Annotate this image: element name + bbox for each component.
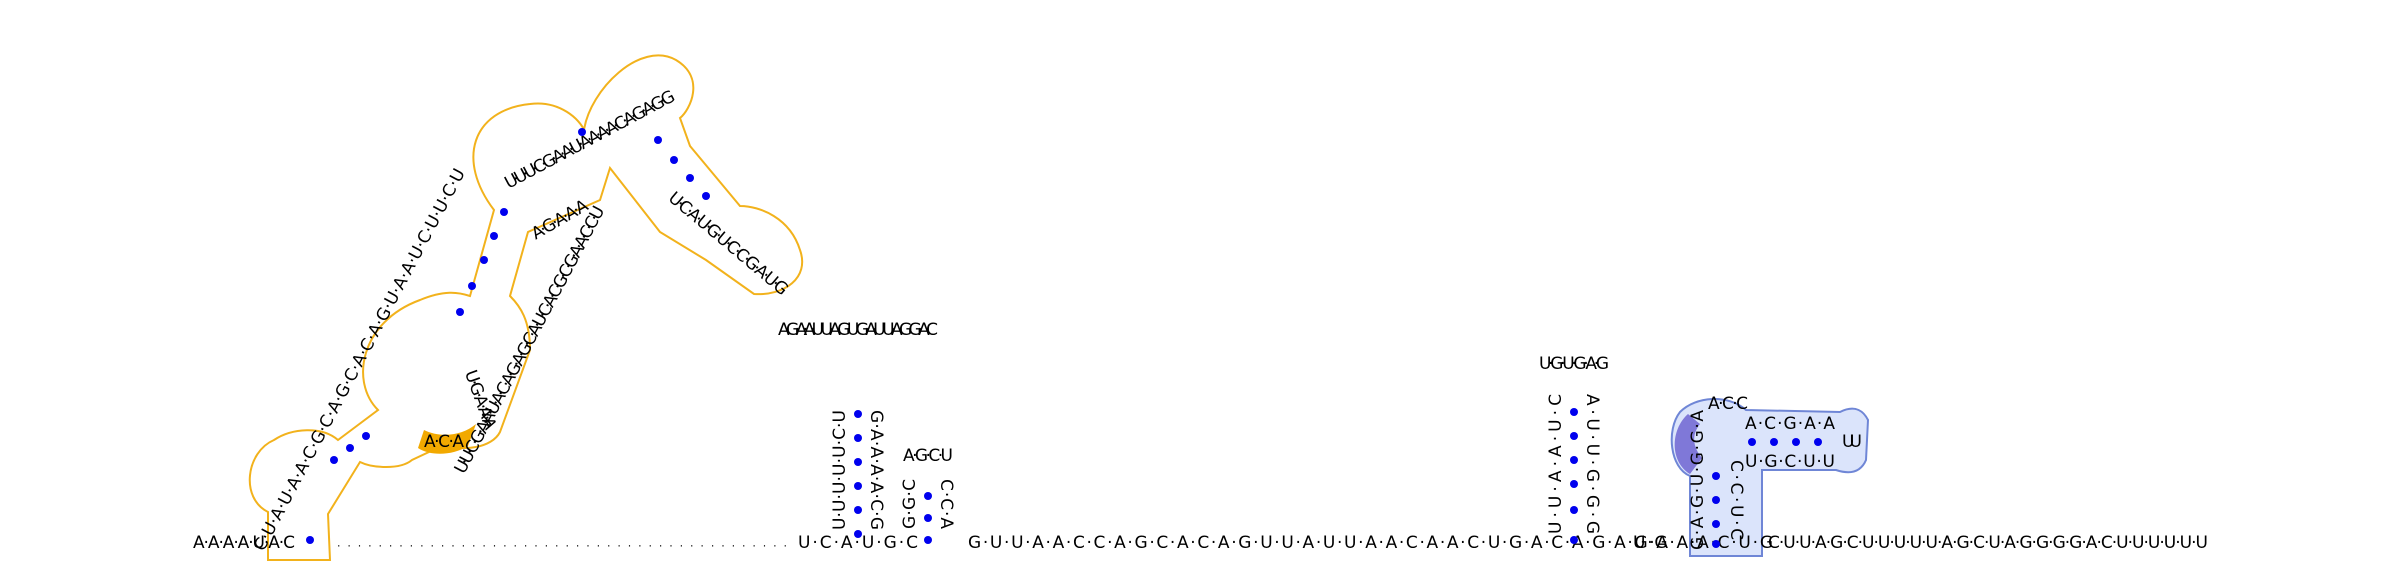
pair-dot [854, 434, 862, 442]
pair-dot [1712, 520, 1720, 528]
hairpin-1: U·U·U·U·U·C·U G·A·A·A·A·C·G A·G·A·A·U·U·… [778, 320, 938, 530]
orange-highlight-label: A·C·A [424, 432, 464, 452]
pair-dot [1570, 506, 1578, 514]
pair-dot [362, 432, 370, 440]
pair-dot [456, 308, 464, 316]
blue-dark-cap [1674, 414, 1702, 474]
pair-dot [500, 208, 508, 216]
base-pair-dots [306, 128, 1822, 548]
hairpin-3-loop: U·G·U·G·A·G [1539, 354, 1609, 374]
hairpin-3: U·U·A·A·U·C A·U·U·G·G·G U·G·U·G·A·G [1539, 354, 1609, 534]
hairpin-2: G·G·C C·C·A A·G·C·U [900, 446, 956, 529]
pair-dot [1570, 456, 1578, 464]
hairpin-1-stem-left: U·U·U·U·U·C·U [830, 410, 850, 530]
pair-dot [1712, 496, 1720, 504]
pair-dot [654, 136, 662, 144]
hairpin-2-loop: A·G·C·U [903, 446, 953, 466]
pair-dot [1770, 438, 1778, 446]
pair-dot [924, 514, 932, 522]
backbone: A·A·A·A·U·A·C . . . . . . . . . . . . . … [193, 533, 2208, 553]
blue-top: A·C·G·A·A [1745, 414, 1835, 434]
pair-dot [854, 410, 862, 418]
pair-dot [924, 492, 932, 500]
hairpin-1-loop: A·G·A·A·U·U·A·G·U·G·A·U·U·A·G·G·A·C [778, 320, 938, 340]
blue-loop: A·C·C [1708, 394, 1748, 414]
pair-dot [670, 156, 678, 164]
pair-dot [854, 530, 862, 538]
pair-dot [1570, 408, 1578, 416]
pair-dot [1814, 438, 1822, 446]
pair-dot [702, 192, 710, 200]
pair-dot [1570, 480, 1578, 488]
orange-loop-big: U·U·U·C·G·A·A·U·A·A·A·A·C·A·G·A·G·G [501, 87, 678, 194]
pair-dot [854, 458, 862, 466]
pair-dot [330, 456, 338, 464]
orange-highlight-arc [418, 424, 476, 454]
pair-dot [578, 128, 586, 136]
pair-dot [468, 282, 476, 290]
pair-dot [306, 536, 314, 544]
gap-linker: . . . . . . . . . . . . . . . . . . . . … [337, 537, 787, 550]
hairpin-2-stem-right: C·C·A [936, 479, 956, 529]
pair-dot [1570, 432, 1578, 440]
orange-domain-nucleotides: C·U·A·U·A·A·C·G·C·A·G·C·A·C·A·G·U·A·A·U·… [250, 87, 792, 555]
hairpin-3-stem-right: A·U·U·G·G·G [1582, 394, 1602, 534]
middle-1: U·C·A·U·G·C [798, 533, 918, 553]
hairpin-2-stem-left: G·G·C [900, 479, 920, 529]
orange-strand-a: C·U·A·U·A·A·C·G·C·A·G·C·A·C·A·G·U·A·A·U·… [250, 165, 470, 554]
middle-2: G·U·U·A·A·C·C·A·G·C·A·C·A·G·U·U·A·U·U·A·… [968, 533, 1668, 553]
pair-dot [490, 232, 498, 240]
pair-dot [1570, 536, 1578, 544]
blue-turn: U·U [1842, 432, 1862, 452]
five-prime-tail: A·A·A·A·U·A·C [193, 533, 295, 553]
pair-dot [346, 444, 354, 452]
blue-bottom: U·G·C·U·U [1745, 452, 1835, 472]
pair-dot [1792, 438, 1800, 446]
hairpin-1-stem-right: G·A·A·A·A·C·G [866, 410, 886, 530]
pair-dot [1712, 540, 1720, 548]
orange-strand-b: U·U·C·G·A·A·U·A·C·A·G·A·G·C·A·U·C·A·C·G·… [451, 203, 610, 477]
blue-outer-left: G·A·G·U·G·G·A [1688, 410, 1708, 550]
pair-dot [686, 174, 694, 182]
orange-domain-outline [248, 54, 803, 561]
pair-dot [854, 482, 862, 490]
pair-dot [1712, 472, 1720, 480]
pair-dot [480, 256, 488, 264]
three-prime-tail: C·U·U·A·G·C·U·U·U·U·U·A·G·C·U·A·G·G·G·G·… [1768, 533, 2208, 553]
pair-dot [924, 536, 932, 544]
orange-loop-small: U·C·A·U·G·U·C·C·G·A·U·G [664, 188, 792, 300]
pair-dot [1748, 438, 1756, 446]
pair-dot [854, 506, 862, 514]
orange-domain [248, 54, 803, 561]
hairpin-3-stem-left: U·U·A·A·U·C [1546, 394, 1566, 534]
